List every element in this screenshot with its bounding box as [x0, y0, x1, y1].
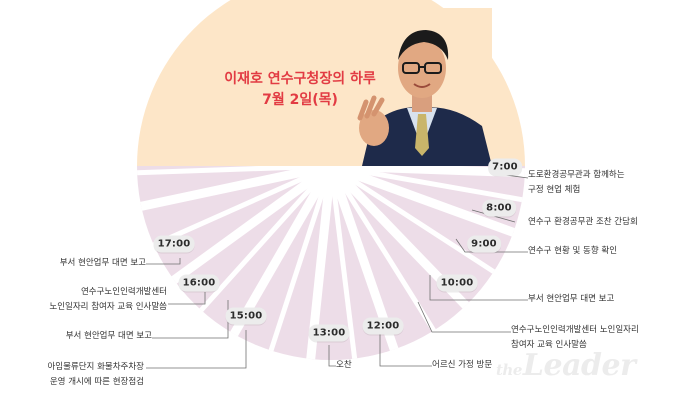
leader-line — [417, 301, 511, 333]
wedge-divider — [328, 166, 358, 359]
time-badge-15: 15:00 — [225, 307, 267, 325]
schedule-item-15-line-1: 아임물류단지 화물차주차장 — [47, 362, 144, 372]
schedule-item-17-line-1: 부서 현안업무 대면 보고 — [59, 258, 146, 268]
lower-wedge-group — [137, 166, 526, 360]
schedule-item-16: 연수구노인인력개발센터 노인일자리 참여자 교육 인사말씀 — [4, 285, 167, 315]
wedge-divider — [329, 166, 496, 274]
time-badge-17: 17:00 — [153, 235, 195, 253]
schedule-item-12-line-1: 어르신 가정 방문 — [432, 360, 493, 370]
wedge-divider — [329, 166, 515, 237]
leader-line — [146, 258, 181, 265]
schedule-item-15b-line-1: 부서 현안업무 대면 보고 — [65, 331, 152, 341]
schedule-item-10b-line-2: 참여자 교육 인사말씀 — [511, 340, 587, 350]
time-badge-9: 9:00 — [467, 235, 501, 253]
schedule-item-8-line-1: 연수구 환경공무관 조찬 간담회 — [528, 217, 638, 227]
schedule-item-7-line-2: 구정 현업 체험 — [528, 185, 581, 195]
wedge-divider — [330, 166, 523, 203]
wedge-divider — [268, 166, 334, 352]
schedule-item-10b: 연수구노인인력개발센터 노인일자리 참여자 교육 인사말씀 — [511, 323, 639, 353]
mayor-portrait-illustration — [352, 8, 492, 166]
schedule-item-10: 부서 현안업무 대면 보고 — [528, 292, 614, 307]
title-block: 이재호 연수구청장의 하루 7월 2일(목) — [220, 69, 380, 111]
leader-line — [146, 330, 247, 369]
schedule-item-10b-line-1: 연수구노인인력개발센터 노인일자리 — [511, 325, 639, 335]
time-badge-12: 12:00 — [362, 317, 404, 335]
wedge-divider — [328, 166, 436, 332]
schedule-item-16-line-2: 노인일자리 참여자 교육 인사말씀 — [49, 302, 167, 312]
wedge-divider — [230, 166, 335, 337]
schedule-item-16-line-1: 연수구노인인력개발센터 — [80, 287, 167, 297]
schedule-item-7-line-1: 도로환경공무관과 함께하는 — [528, 170, 625, 180]
schedule-item-9: 연수구 현황 및 동향 확인 — [528, 244, 617, 259]
time-badge-8: 8:00 — [482, 199, 516, 217]
schedule-item-13: 오찬 — [336, 358, 352, 373]
leader-line — [455, 238, 528, 253]
leader-line — [168, 292, 206, 305]
time-badge-7: 7:00 — [488, 158, 522, 176]
leader-lines — [146, 172, 529, 369]
wedge-divider — [137, 166, 332, 176]
schedule-item-12: 어르신 가정 방문 — [432, 358, 492, 373]
schedule-item-9-line-1: 연수구 현황 및 동향 확인 — [528, 246, 618, 256]
schedule-item-8: 연수구 환경공무관 조찬 간담회 — [528, 215, 638, 230]
leader-line — [328, 345, 336, 367]
schedule-item-15-line-2: 운영 개시에 따른 현장점검 — [49, 377, 144, 387]
schedule-item-13-line-1: 오찬 — [336, 360, 352, 370]
title-line-1: 이재호 연수구청장의 하루 — [224, 71, 376, 87]
schedule-item-15: 아임물류단지 화물차주차장 운영 개시에 따른 현장점검 — [14, 360, 144, 390]
wedge-divider — [171, 166, 334, 284]
leader-line — [429, 275, 528, 301]
title-line-2: 7월 2일(목) — [262, 92, 338, 108]
schedule-item-7: 도로환경공무관과 함께하는 구정 현업 체험 — [528, 168, 625, 198]
schedule-item-15b: 부서 현안업무 대면 보고 — [20, 329, 152, 344]
wedge-divider — [199, 166, 333, 312]
schedule-item-17: 부서 현안업무 대면 보고 — [12, 256, 146, 271]
mayor-portrait — [352, 8, 492, 166]
schedule-item-10-line-1: 부서 현안업무 대면 보고 — [528, 294, 615, 304]
leader-line — [379, 320, 432, 367]
time-badge-13: 13:00 — [308, 324, 350, 342]
wedge-divider — [152, 166, 333, 248]
time-badge-16: 16:00 — [178, 274, 220, 292]
time-badge-10: 10:00 — [436, 274, 478, 292]
wedge-divider — [140, 166, 332, 211]
